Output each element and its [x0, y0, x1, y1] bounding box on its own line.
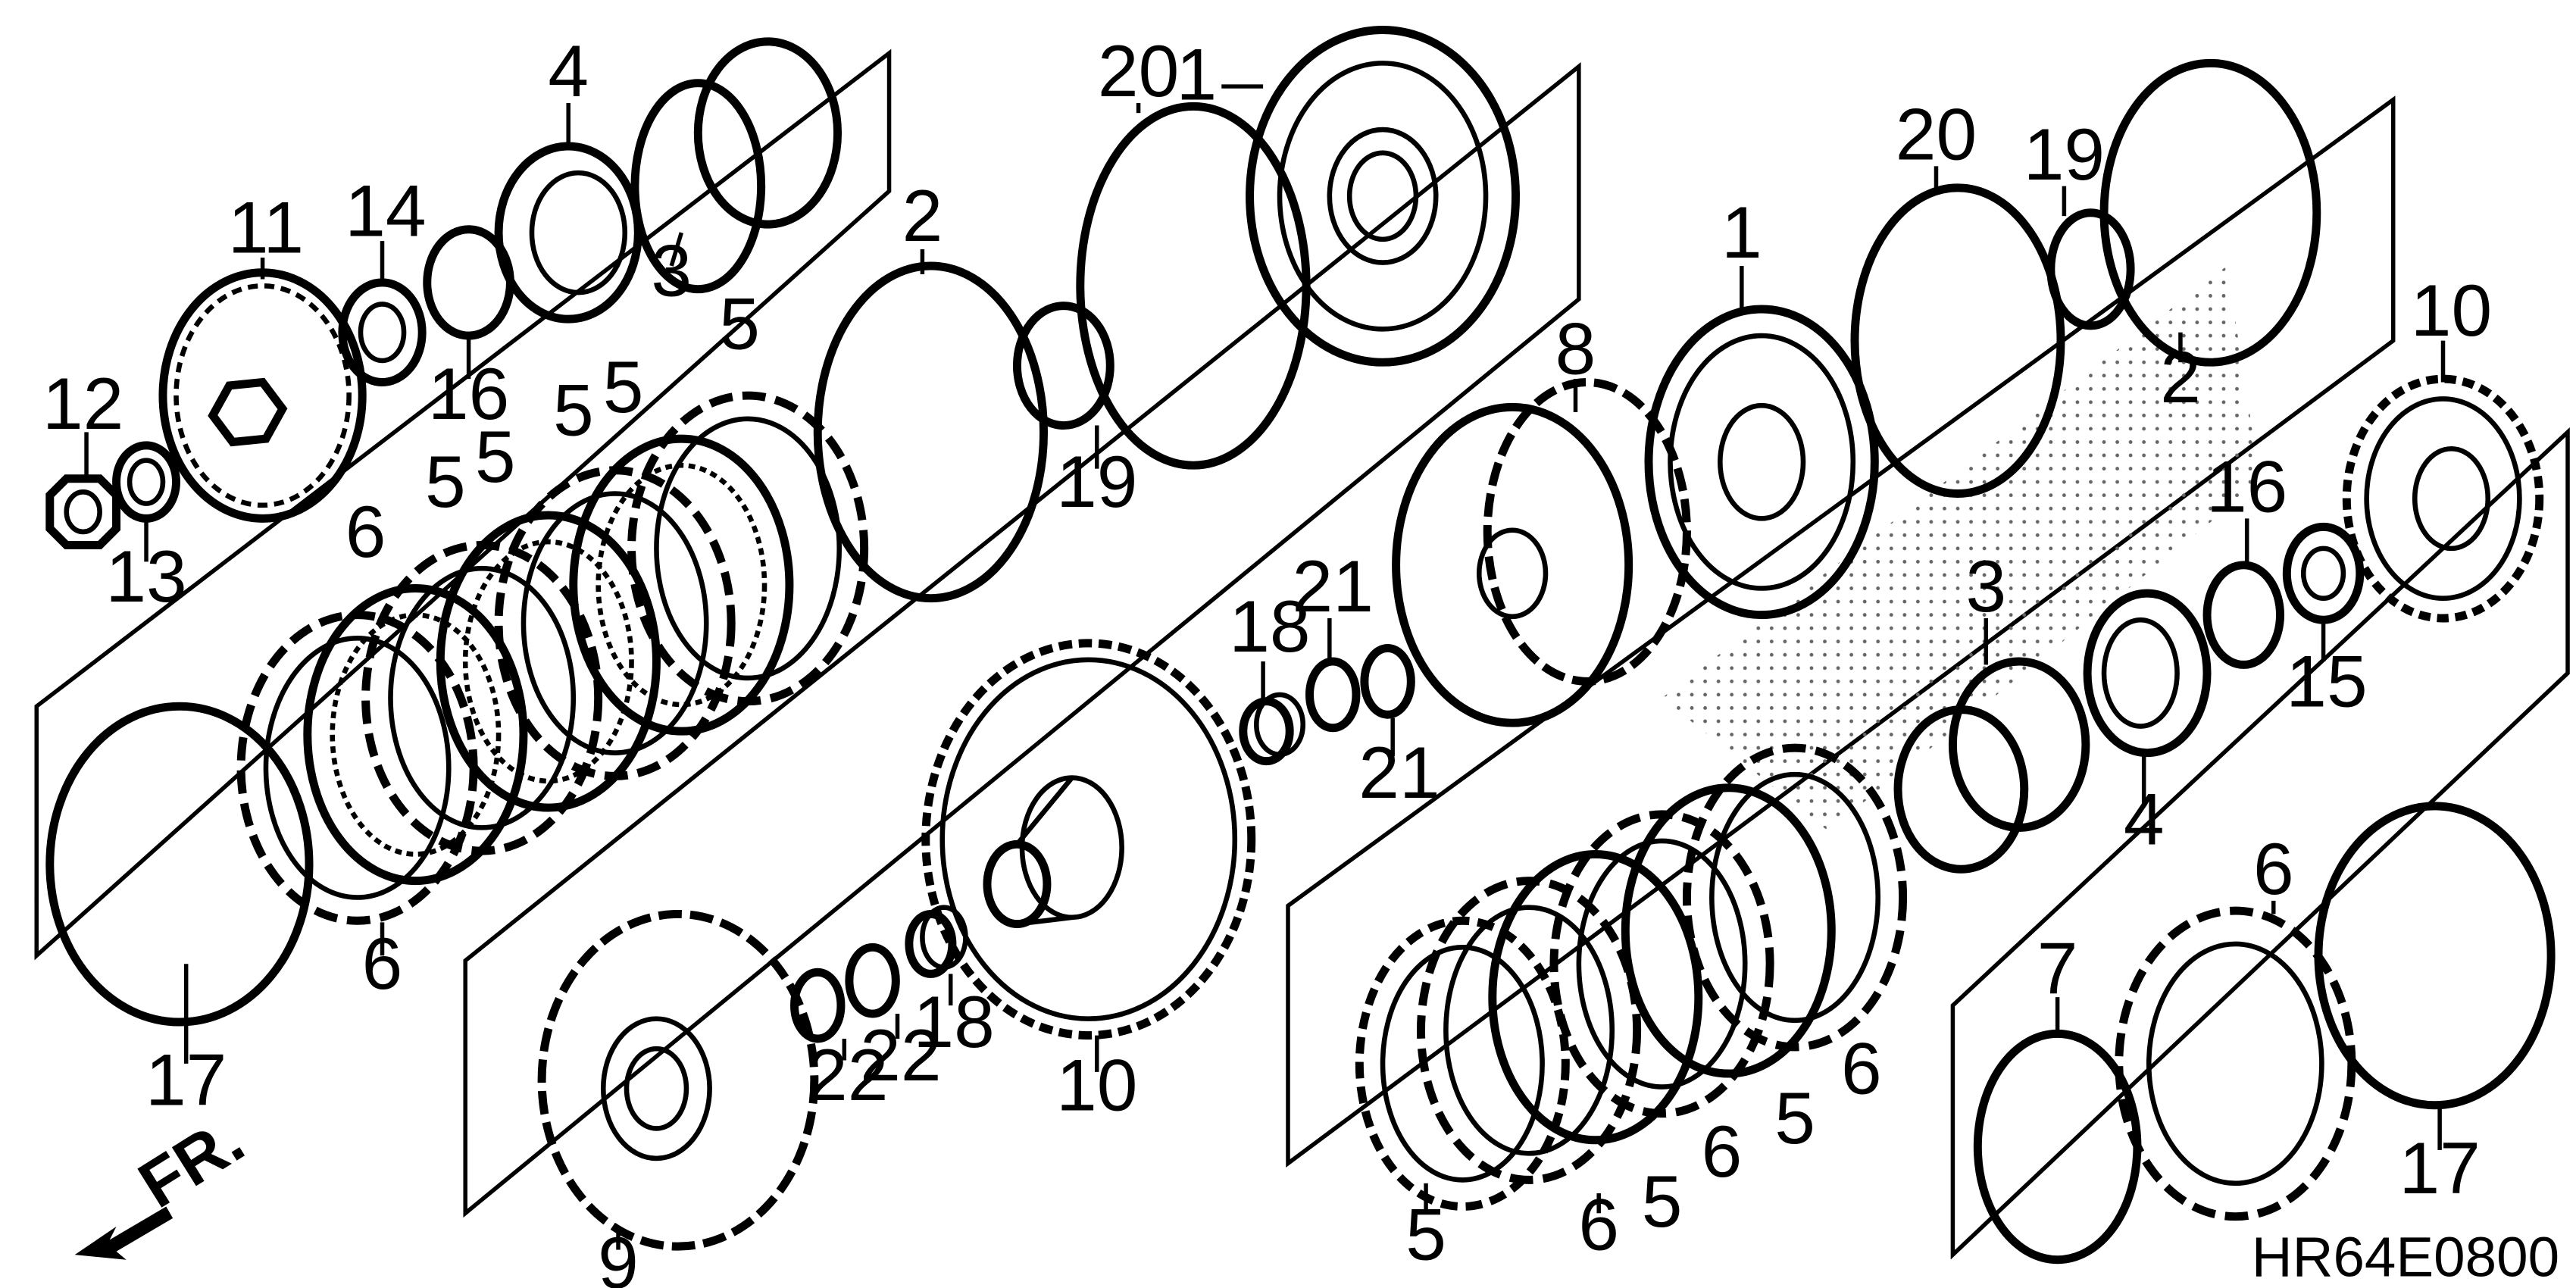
part-1-piston-left	[1246, 26, 1520, 367]
part-11-drum-gear	[921, 639, 1256, 1040]
callout-15: 13	[105, 536, 186, 617]
callout-1: 1	[1177, 35, 1218, 116]
callout-3: 3	[1965, 546, 2006, 627]
part-22-ring-b	[1360, 643, 1415, 719]
callout-20: 19	[2024, 114, 2105, 195]
callout-16: 14	[345, 170, 426, 252]
callout-21: 20	[1098, 31, 1179, 112]
callout-6: 6	[345, 492, 386, 573]
callout-5: 5	[719, 284, 760, 365]
callout-6: 5	[603, 347, 644, 428]
callout-22: 21	[1293, 546, 1374, 627]
callout-11: 10	[1056, 1045, 1137, 1126]
callout-6: 5	[475, 417, 516, 498]
part-22-ring-c	[845, 943, 900, 1018]
part-3b-snap-ring	[693, 37, 843, 229]
part-10-hub-upper	[1392, 378, 1691, 727]
callout-16: 15	[2286, 641, 2367, 722]
part-4-plate	[494, 142, 642, 324]
callout-5: 5	[553, 370, 594, 452]
callout-4: 4	[2124, 779, 2165, 860]
part-13-gear	[158, 268, 367, 523]
frame-center-left	[463, 62, 1581, 1218]
callout-21: 20	[1896, 95, 1977, 176]
part-20-ring-right	[2046, 208, 2135, 330]
callout-17: 16	[2206, 447, 2287, 528]
callout-7: 6	[362, 924, 403, 1005]
callout-9: 7	[2037, 929, 2078, 1010]
part-3-snap-ring	[630, 79, 766, 294]
callout-6: 6	[1702, 1111, 1743, 1193]
part-18-snap-ring-left	[45, 702, 314, 1027]
callout-20: 19	[1056, 442, 1137, 523]
callout-1: 1	[1721, 192, 1762, 274]
part-21-ring-right	[1850, 183, 2065, 498]
callout-5: 5	[1774, 1078, 1815, 1159]
callout-3: 3	[651, 230, 692, 311]
callout-12: 10	[2411, 270, 2492, 352]
callout-2: 2	[902, 176, 943, 257]
callout-2: 2	[2160, 337, 2201, 418]
part-16-washer	[338, 278, 427, 386]
part-22-ring-a	[1305, 657, 1361, 733]
callout-6: 6	[1578, 1185, 1619, 1266]
part-19-bearing-left	[1239, 692, 1306, 766]
frame-lower-right	[1950, 427, 2570, 1260]
arrow-front-icon: FR.	[74, 1102, 256, 1260]
callout-6: 6	[1841, 1028, 1882, 1109]
stipple-shading	[1662, 265, 2261, 831]
callout-14: 12	[42, 364, 123, 445]
part-12-gear	[2342, 374, 2544, 623]
callout-19: 18	[1229, 586, 1310, 667]
part-9-ring	[1973, 1029, 2142, 1265]
part-2-ring-right	[2099, 58, 2321, 367]
callout-5: 5	[1405, 1195, 1446, 1276]
callout-22: 22	[860, 1015, 941, 1096]
part-22-ring-d	[790, 968, 846, 1043]
part-17-ring-right	[2202, 561, 2285, 669]
callout-18: 17	[2399, 1128, 2480, 1209]
part-19-bearing-lower	[905, 905, 968, 978]
callout-labels: 1 1 2 2 3 3 4 4 5 5 5 5 5 5 5 5 6 6 6 6 …	[42, 31, 2492, 1288]
section-frames	[34, 48, 2570, 1260]
part-14-nut	[45, 474, 121, 549]
part-18-snap-ring-right	[2314, 802, 2556, 1110]
part-4-plate-right	[2083, 589, 2212, 758]
frame-upper-left	[34, 48, 892, 961]
callout-19: 18	[913, 982, 994, 1063]
callout-10: 9	[598, 1223, 639, 1288]
callout-5: 5	[1642, 1161, 1683, 1243]
clutch-pack-right	[1355, 743, 1908, 1211]
callout-22: 22	[807, 1035, 888, 1116]
diagram-code: HR64E0800	[2252, 1225, 2559, 1288]
callout-22: 21	[1358, 733, 1440, 814]
callout-5: 5	[425, 442, 466, 523]
callout-13: 11	[228, 187, 304, 268]
part-20-ring-left	[1012, 302, 1114, 430]
part-2-ring-left	[813, 261, 1049, 603]
part-15-washer	[112, 441, 180, 523]
part-1-piston-right	[1644, 305, 1879, 620]
callout-17: 16	[428, 354, 509, 435]
part-3b-snap-ring-right	[1948, 657, 2090, 832]
frame-center-right	[1286, 95, 2396, 1168]
leader-lines	[84, 84, 2446, 1250]
callout-18: 17	[145, 1040, 227, 1121]
callout-10: 8	[1555, 309, 1596, 390]
callout-8: 6	[2253, 829, 2294, 910]
callout-4: 4	[548, 31, 589, 112]
clutch-pack-left	[236, 391, 869, 925]
part-10-hub-lower	[537, 909, 819, 1251]
